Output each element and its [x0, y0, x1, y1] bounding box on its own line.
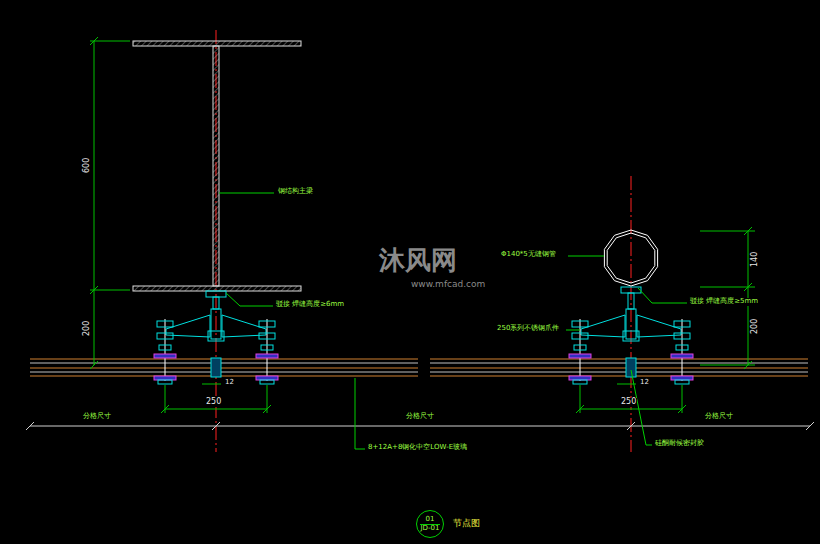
leader-line	[566, 330, 580, 331]
dimension-text: 12	[639, 379, 650, 387]
part-label: Φ140*5无缝钢管	[500, 251, 557, 259]
glass-panels	[30, 359, 808, 376]
watermark: www.mfcad.com	[410, 280, 486, 290]
extension-line	[700, 231, 755, 232]
part-label: 硅酮耐候密封胶	[654, 440, 705, 448]
dimension-text: 140	[752, 250, 761, 267]
caption: 节点图	[452, 519, 481, 529]
dimension-text: 分格尺寸	[82, 413, 112, 421]
tube-outer	[604, 230, 657, 286]
dimension-text: 250	[620, 398, 637, 407]
glass-line	[30, 359, 418, 360]
beam-web	[213, 46, 219, 286]
dimension-tick	[744, 283, 752, 291]
dimension-tick	[744, 361, 752, 369]
beam-flange	[133, 286, 301, 291]
glass-line	[430, 372, 808, 373]
watermark: 沐风网	[378, 246, 458, 275]
tube-inner	[607, 233, 655, 283]
leader-line	[226, 293, 273, 306]
spider-fitting	[154, 309, 278, 384]
part-label: 驳接 焊缝高度≥6mm	[275, 301, 345, 309]
dimension-line	[202, 384, 221, 385]
beam-flange	[133, 41, 301, 46]
glass-line	[430, 376, 808, 377]
dimension-line	[94, 41, 95, 365]
dimension-tick	[212, 422, 220, 430]
dimension-text: 分格尺寸	[704, 413, 734, 421]
dimension-tick	[627, 422, 635, 430]
part-label: 250系列不锈钢爪件	[496, 325, 560, 333]
part-label: 驳接 焊缝高度≥5mm	[689, 298, 759, 306]
dimension-tick	[678, 405, 686, 413]
dimension-tick	[26, 422, 34, 430]
dimension-tick	[90, 361, 98, 369]
glass-line	[30, 372, 418, 373]
dimension-tick	[576, 405, 584, 413]
dimension-tick	[161, 405, 169, 413]
dimension-text: 600	[84, 156, 93, 173]
overall-dimension	[26, 422, 814, 430]
dimension-text: 12	[224, 379, 235, 387]
extension-line	[700, 365, 755, 366]
glass-line	[430, 363, 808, 364]
dimension-text: 200	[752, 317, 761, 334]
extension-line	[90, 290, 130, 291]
dimension-text: 分格尺寸	[405, 413, 435, 421]
part-label: 8+12A+8钢化中空LOW-E玻璃	[367, 444, 468, 452]
dimension-line	[580, 409, 682, 410]
dimension-tick	[806, 422, 814, 430]
spider-fitting	[569, 309, 693, 384]
weld-plate	[621, 287, 641, 293]
glass-line	[30, 376, 418, 377]
part-label: 钢结构主梁	[277, 188, 314, 196]
leader-line	[355, 378, 365, 449]
glass-line	[30, 363, 418, 364]
stem	[628, 293, 634, 309]
glass-line	[430, 368, 808, 369]
glass-line	[30, 368, 418, 369]
weld-plate	[206, 291, 226, 297]
dimension-lines	[90, 37, 755, 413]
dimension-line	[165, 409, 267, 410]
leader-line	[219, 193, 274, 194]
dimension-text: 250	[205, 398, 222, 407]
bubble-text: JD-01	[421, 525, 440, 533]
steel-i-beam	[133, 41, 301, 291]
stem	[213, 297, 219, 309]
steel-tube	[604, 230, 657, 286]
dimension-tick	[263, 405, 271, 413]
leader-line	[568, 256, 604, 257]
extension-line	[90, 41, 130, 42]
detail-index-bubble: 01JD-01	[416, 510, 444, 538]
dimension-text: 200	[84, 319, 93, 336]
leader-line	[638, 288, 687, 303]
centerlines	[216, 30, 631, 452]
bubble-text: 01	[426, 516, 435, 524]
dimension-line	[30, 426, 810, 427]
leader-line	[631, 370, 652, 445]
dimension-tick	[744, 227, 752, 235]
dimension-line	[617, 384, 636, 385]
leader-lines	[219, 193, 687, 449]
weld-plates	[206, 287, 641, 309]
glass-line	[430, 359, 808, 360]
extension-line	[700, 287, 755, 288]
centerline	[631, 176, 632, 452]
